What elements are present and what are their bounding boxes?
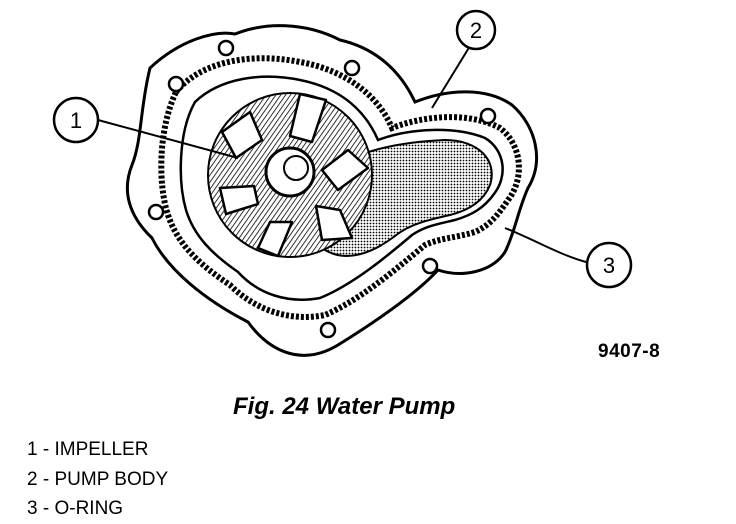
legend-item: 2 - PUMP BODY <box>27 465 168 495</box>
legend-label: IMPELLER <box>54 439 149 460</box>
o-ring <box>158 55 522 320</box>
bolt-hole <box>167 75 185 93</box>
bolt-hole <box>479 107 497 125</box>
bolt-hole <box>421 257 439 275</box>
bolt-hole <box>217 39 235 57</box>
legend-label: O-RING <box>54 498 124 519</box>
impeller-vane <box>314 204 354 242</box>
callout-1: 1 <box>52 96 100 144</box>
legend-number: 1 <box>27 439 38 460</box>
svg-text:2: 2 <box>470 18 482 43</box>
impeller <box>218 92 370 258</box>
legend-label: PUMP BODY <box>54 468 169 490</box>
figure-caption: Fig. 24 Water Pump <box>233 393 456 420</box>
legend-separator: - <box>37 468 55 490</box>
callout-3: 3 <box>585 241 633 289</box>
legend: 1 - IMPELLER 2 - PUMP BODY 3 - O-RING <box>27 435 168 524</box>
callout-2: 2 <box>455 9 497 51</box>
callout-1-leader <box>97 119 239 159</box>
legend-item: 3 - O-RING <box>27 494 168 524</box>
callout-2-leader <box>431 45 471 109</box>
legend-item: 1 - IMPELLER <box>27 435 168 465</box>
water-pump-diagram: 1 2 3 <box>52 9 633 357</box>
figure-id: 9407-8 <box>598 341 661 362</box>
impeller-vane <box>288 92 328 144</box>
legend-separator: - <box>37 439 55 460</box>
impeller-vane <box>256 220 294 258</box>
bolt-hole <box>147 203 165 221</box>
bolt-hole <box>319 321 337 339</box>
legend-separator: - <box>37 498 55 519</box>
svg-text:3: 3 <box>603 253 615 278</box>
bolt-hole <box>343 59 361 77</box>
impeller-vane <box>320 148 370 192</box>
callout-3-leader <box>504 227 587 263</box>
impeller-vane <box>218 184 260 216</box>
legend-number: 3 <box>27 498 38 519</box>
legend-number: 2 <box>27 468 38 490</box>
svg-text:1: 1 <box>70 108 82 133</box>
impeller-shaft <box>283 155 309 181</box>
bolt-holes <box>147 39 497 339</box>
